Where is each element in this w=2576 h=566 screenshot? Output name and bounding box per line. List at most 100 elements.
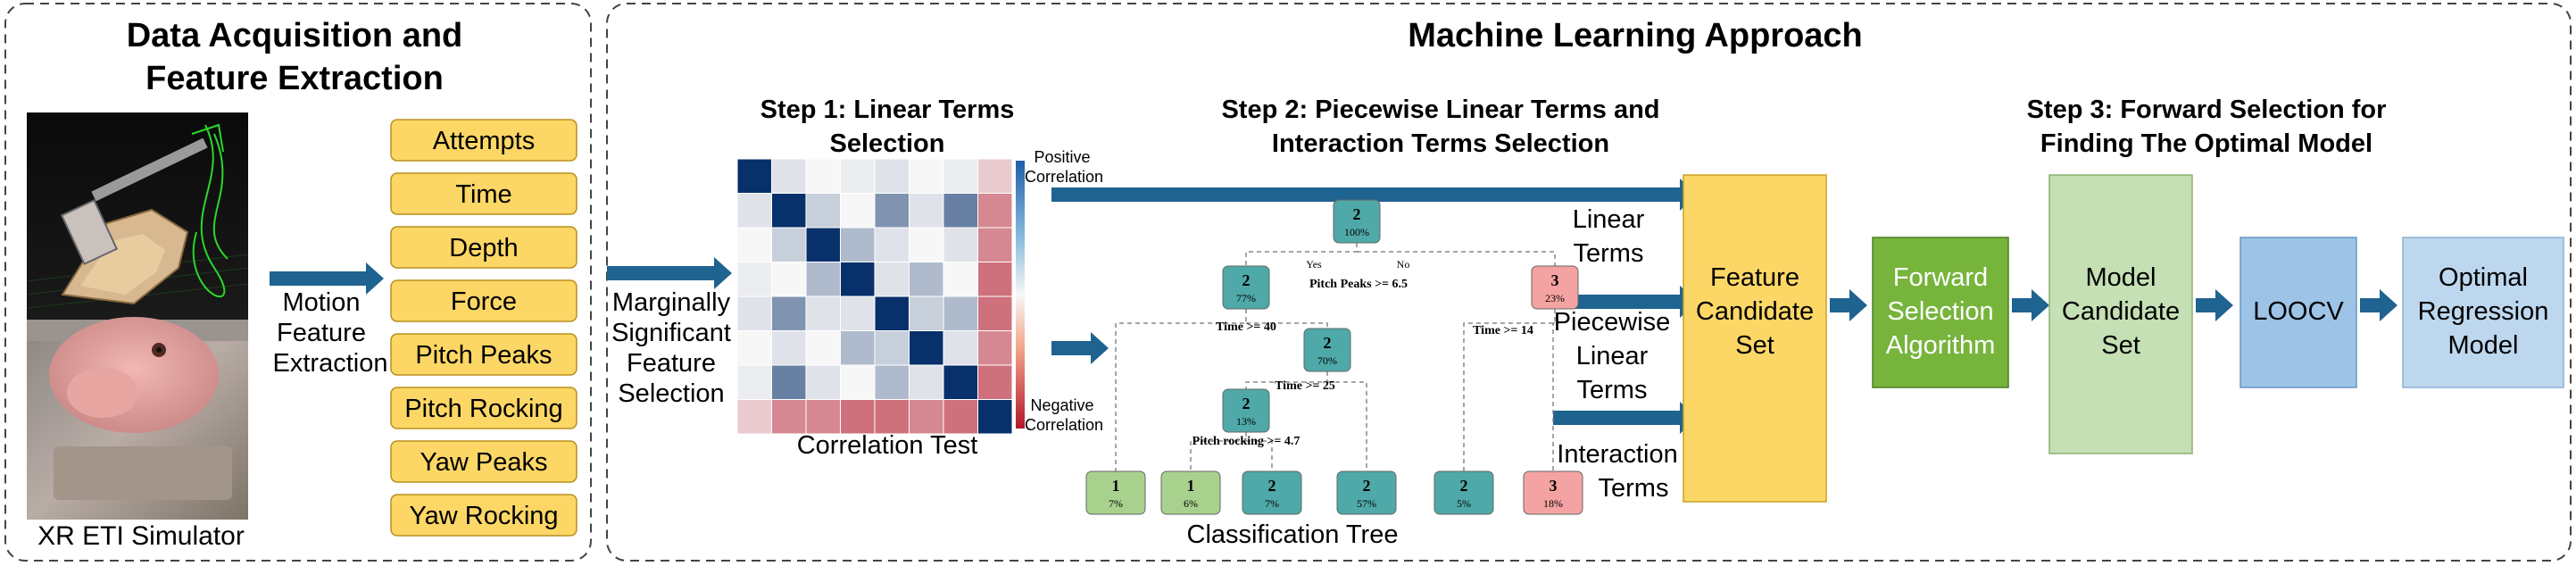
loocv-label: LOOCV <box>2253 297 2344 326</box>
legend-negative-1: Negative <box>1030 396 1093 414</box>
split-pitch-rocking: Pitch rocking >= 4.7 <box>1192 435 1300 448</box>
heatmap-cell <box>874 364 910 400</box>
feature-box <box>390 440 578 483</box>
interaction-terms-1: Interaction <box>1557 440 1677 469</box>
step1-title-line2: Selection <box>830 129 945 158</box>
legend-positive-1: Positive <box>1034 148 1090 166</box>
feature-label: Attempts <box>433 127 535 155</box>
tree-node-class: 2 <box>1353 205 1361 223</box>
tree-leaf-class: 1 <box>1112 477 1120 495</box>
heatmap-cell <box>943 158 978 194</box>
heatmap-cell <box>840 364 876 400</box>
heatmap-cell <box>909 330 944 366</box>
heatmap-cell <box>874 227 910 262</box>
heatmap-cell <box>736 227 772 262</box>
feature-label: Force <box>451 287 517 316</box>
model-candidate-3: Set <box>2101 331 2140 360</box>
heatmap-cell <box>909 262 944 297</box>
step3-title-line2: Finding The Optimal Model <box>2040 129 2372 158</box>
heatmap-cell <box>805 295 841 331</box>
heatmap-cell <box>840 227 876 262</box>
heatmap-cell <box>943 295 978 331</box>
heatmap-cell <box>909 399 944 435</box>
tree-leaf-percent: 57% <box>1357 497 1376 510</box>
arrow-loocv-to-optimal <box>2360 289 2397 321</box>
tree-leaf-class: 2 <box>1363 477 1371 495</box>
feature-box <box>390 333 578 376</box>
tree-caption: Classification Tree <box>1187 520 1399 549</box>
heatmap-cell <box>977 227 1013 262</box>
feature-candidate-1: Feature <box>1710 263 1799 292</box>
optimal-model-box <box>2402 237 2564 388</box>
tree-node-class: 2 <box>1242 271 1251 289</box>
split-time-40: Time >= 40 <box>1216 320 1276 334</box>
tree-node-percent: 70% <box>1317 354 1337 367</box>
legend-negative-2: Correlation <box>1025 416 1103 434</box>
heatmap-cell <box>943 227 978 262</box>
piecewise-terms-1: Piecewise <box>1554 308 1671 337</box>
tree-node-class: 2 <box>1242 395 1251 412</box>
split-pitch-peaks: Pitch Peaks >= 6.5 <box>1309 278 1408 291</box>
forward-selection-2: Selection <box>1887 297 1993 326</box>
model-candidate-1: Model <box>2086 263 2156 292</box>
heatmap-cell <box>977 158 1013 194</box>
linear-terms-2: Terms <box>1574 239 1644 268</box>
legend-positive-2: Correlation <box>1025 168 1103 186</box>
heatmap-cell <box>771 330 807 366</box>
heatmap-cell <box>771 399 807 435</box>
heatmap-cell <box>736 158 772 194</box>
feature-candidate-3: Set <box>1735 331 1774 360</box>
feature-label: Pitch Peaks <box>415 341 552 370</box>
arrow-fs-to-mc <box>2012 289 2049 321</box>
tree-node-percent: 100% <box>1344 226 1369 238</box>
heatmap-cell <box>736 295 772 331</box>
piecewise-terms-2: Linear <box>1576 342 1649 370</box>
tree-leaf-percent: 5% <box>1457 497 1471 510</box>
split-no: No <box>1397 258 1410 271</box>
interaction-terms-2: Terms <box>1599 474 1669 503</box>
interaction-terms-arrow <box>1553 402 1698 434</box>
heatmap-cell <box>736 262 772 297</box>
entry-label-4: Selection <box>618 379 724 408</box>
forward-selection-3: Algorithm <box>1886 331 1996 360</box>
optimal-model-2: Regression <box>2418 297 2549 326</box>
motion-label-3: Extraction <box>273 349 388 378</box>
heatmap-cell <box>874 330 910 366</box>
tree-leaf <box>1242 470 1302 515</box>
feature-label: Time <box>455 180 511 209</box>
right-title: Machine Learning Approach <box>1408 17 1863 54</box>
heatmap-cell <box>874 262 910 297</box>
feature-box <box>390 119 578 162</box>
motion-label-1: Motion <box>282 288 360 317</box>
entry-label-3: Feature <box>627 349 716 378</box>
heatmap-cell <box>943 262 978 297</box>
heatmap-cell <box>840 399 876 435</box>
colorbar <box>1016 161 1025 429</box>
split-time-25: Time >= 25 <box>1275 379 1335 393</box>
motion-extraction-arrow <box>270 262 384 295</box>
feature-label: Yaw Rocking <box>409 502 558 530</box>
model-candidate-2: Candidate <box>2062 297 2180 326</box>
feature-label: Pitch Rocking <box>404 395 562 423</box>
patient-mannequin-image <box>27 317 248 520</box>
tree-leaf <box>1336 470 1397 515</box>
heatmap-cell <box>840 193 876 229</box>
tree-node <box>1222 265 1270 310</box>
tree-leaf <box>1433 470 1494 515</box>
tree-node-percent: 13% <box>1236 415 1256 428</box>
tree-node <box>1531 265 1579 310</box>
tree-leaf-percent: 18% <box>1543 497 1563 510</box>
entry-label-1: Marginally <box>612 288 731 317</box>
linear-terms-1: Linear <box>1573 205 1645 234</box>
heatmap-cell <box>943 330 978 366</box>
heatmap-cell <box>977 295 1013 331</box>
entry-arrow <box>607 257 732 289</box>
heatmap-cell <box>874 399 910 435</box>
tree-leaf-class: 1 <box>1187 477 1195 495</box>
heatmap-cell <box>909 364 944 400</box>
optimal-model-3: Model <box>2448 331 2519 360</box>
tree-leaves: 17%16%27%257%25%318% <box>1085 470 1583 515</box>
heatmap-cell <box>874 158 910 194</box>
